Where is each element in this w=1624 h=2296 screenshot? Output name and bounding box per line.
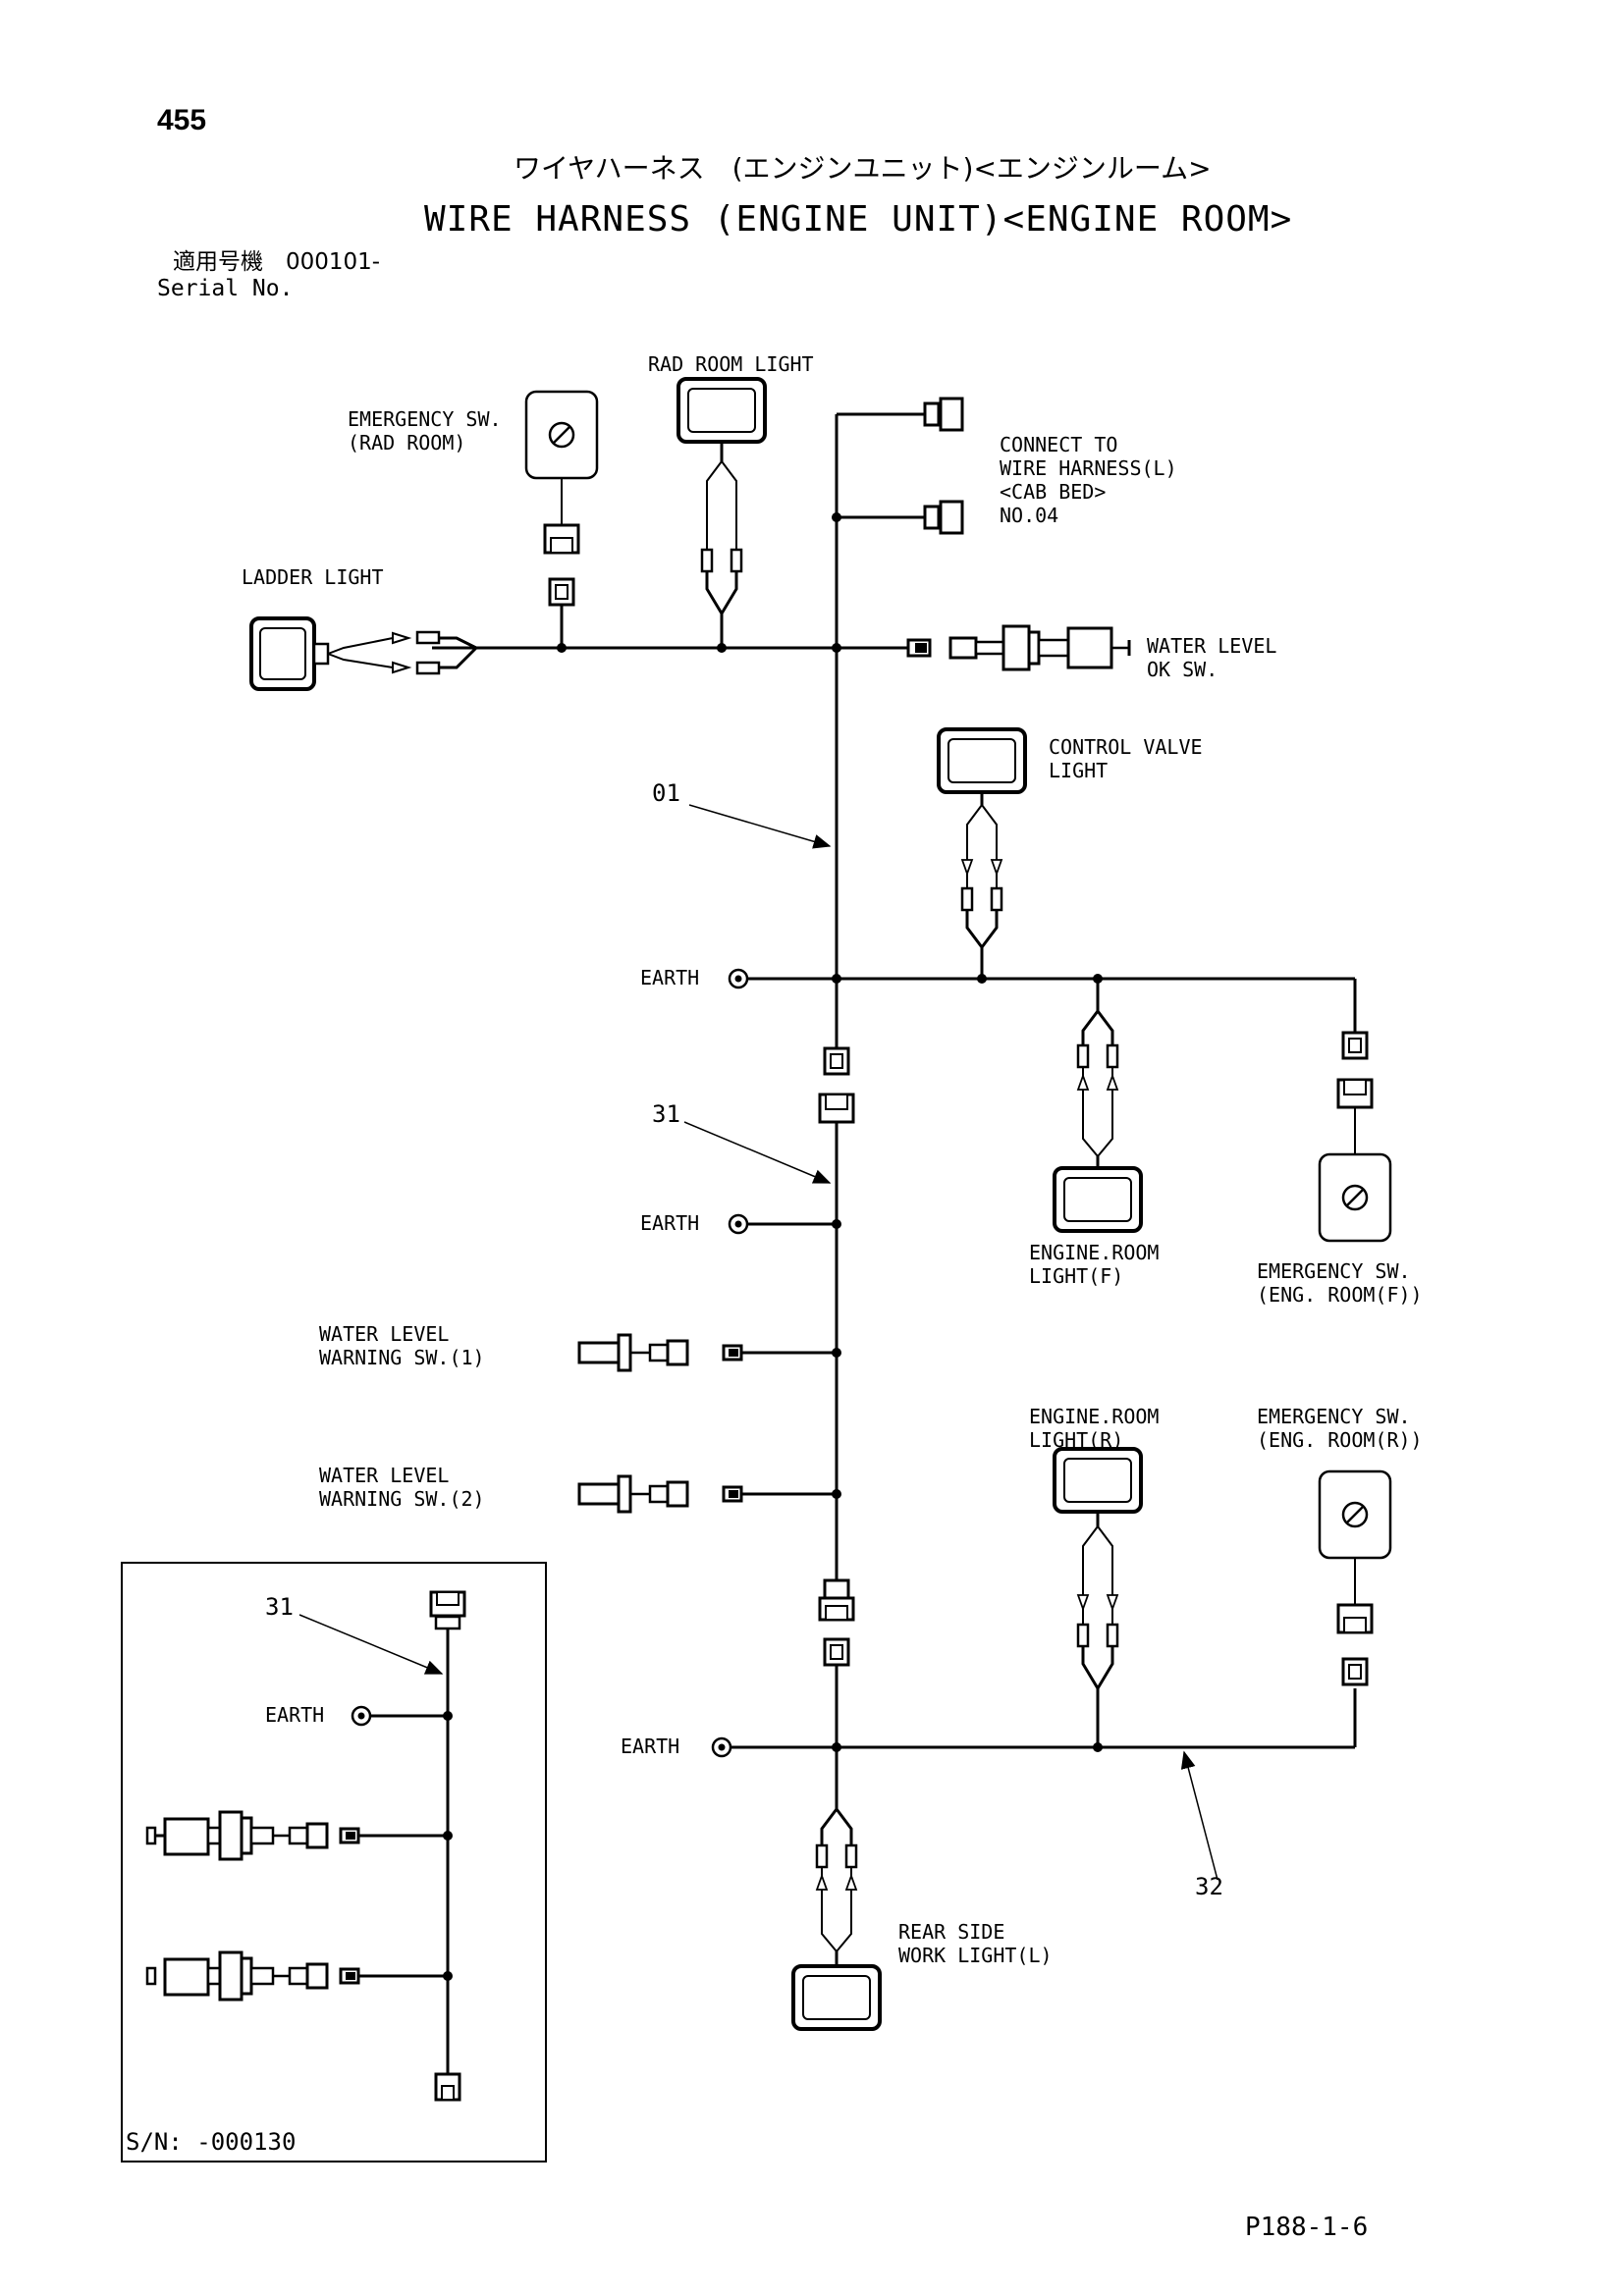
page-code: P188-1-6 — [1245, 2213, 1369, 2242]
label-earth-3: EARTH — [621, 1735, 679, 1758]
inset-ref-number-31: 31 — [265, 1593, 294, 1621]
connector-01-31 — [818, 979, 855, 1571]
harness-32 — [711, 1688, 1357, 1758]
page-title: WIRE HARNESS (ENGINE UNIT)<ENGINE ROOM> — [424, 199, 1293, 240]
ref-number-01: 01 — [652, 779, 680, 807]
water-level-warning-switch-2-icon — [577, 1474, 837, 1514]
connector-to-cab-bed — [923, 397, 964, 535]
rear-side-work-light-icon — [791, 1747, 882, 2031]
label-engine-light-r-2: LIGHT(R) — [1029, 1428, 1123, 1452]
label-emergency-rad-2: (RAD ROOM) — [348, 431, 465, 454]
connector-31-32 — [818, 1494, 855, 1747]
label-earth-1: EARTH — [640, 966, 699, 989]
ref-arrow-32 — [1180, 1750, 1218, 1881]
serial-label: Serial No. — [157, 276, 294, 301]
label-emergency-r-1: EMERGENCY SW. — [1257, 1405, 1411, 1428]
label-water-warn1-2: WARNING SW.(1) — [319, 1346, 485, 1369]
label-emergency-r-2: (ENG. ROOM(R)) — [1257, 1428, 1423, 1452]
label-control-valve-2: LIGHT — [1049, 759, 1108, 782]
emergency-switch-engine-room-r-icon — [1318, 1469, 1392, 1686]
label-water-warn2-2: WARNING SW.(2) — [319, 1487, 485, 1511]
inset-frame — [121, 1562, 547, 2163]
label-emergency-f-2: (ENG. ROOM(F)) — [1257, 1283, 1423, 1307]
ref-arrow-31 — [683, 1121, 832, 1184]
label-engine-light-r-1: ENGINE.ROOM — [1029, 1405, 1159, 1428]
page-number: 455 — [157, 104, 207, 136]
emergency-switch-rad-room-icon — [524, 390, 599, 648]
water-level-ok-switch-icon — [837, 624, 1131, 671]
main-harness-01 — [432, 412, 1357, 1041]
inset-serial-range: S/N: -000130 — [126, 2128, 296, 2156]
ladder-light-icon — [249, 616, 478, 691]
label-connect-2: WIRE HARNESS(L) — [1000, 456, 1177, 480]
earth-symbol-1 — [728, 968, 749, 989]
engine-room-light-r-icon — [1053, 1447, 1143, 1747]
ref-number-32: 32 — [1195, 1873, 1223, 1900]
title-japanese: ワイヤハーネス (エンジンユニット)<エンジンルーム> — [514, 152, 1212, 185]
label-control-valve-1: CONTROL VALVE — [1049, 735, 1203, 759]
label-emergency-f-1: EMERGENCY SW. — [1257, 1259, 1411, 1283]
label-engine-light-f-1: ENGINE.ROOM — [1029, 1241, 1159, 1264]
engine-room-light-f-icon — [1053, 979, 1143, 1233]
control-valve-light-icon — [937, 727, 1027, 979]
emergency-switch-engine-room-f-icon — [1318, 1031, 1392, 1243]
ref-number-31: 31 — [652, 1100, 680, 1128]
label-ladder-light: LADDER LIGHT — [242, 565, 384, 589]
label-rear-light-2: WORK LIGHT(L) — [898, 1944, 1053, 1967]
serial-applicable: 適用号機 000101- — [173, 249, 381, 275]
label-water-warn1-1: WATER LEVEL — [319, 1322, 449, 1346]
label-water-ok-1: WATER LEVEL — [1147, 634, 1276, 658]
label-earth-2: EARTH — [640, 1211, 699, 1235]
label-rear-light-1: REAR SIDE — [898, 1920, 1004, 1944]
label-rad-room-light: RAD ROOM LIGHT — [648, 352, 814, 376]
label-water-warn2-1: WATER LEVEL — [319, 1464, 449, 1487]
earth-symbol-2 — [728, 1213, 837, 1235]
ref-arrow-01 — [688, 804, 832, 849]
label-connect-4: NO.04 — [1000, 504, 1058, 527]
label-engine-light-f-2: LIGHT(F) — [1029, 1264, 1123, 1288]
label-emergency-rad-1: EMERGENCY SW. — [348, 407, 502, 431]
label-connect-3: <CAB BED> — [1000, 480, 1106, 504]
label-connect-1: CONNECT TO — [1000, 433, 1117, 456]
inset-label-earth: EARTH — [265, 1703, 324, 1727]
rad-room-light-icon — [677, 377, 767, 648]
water-level-warning-switch-1-icon — [577, 1333, 837, 1372]
label-water-ok-2: OK SW. — [1147, 658, 1218, 681]
